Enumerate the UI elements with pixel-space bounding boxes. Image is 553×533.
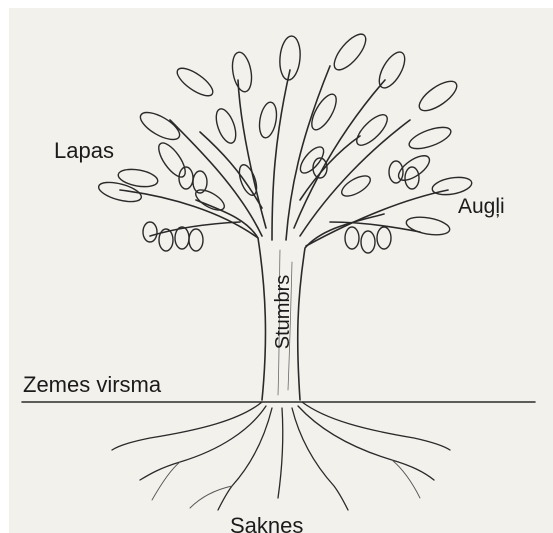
fruit — [175, 227, 189, 249]
fruits-label: Augļi — [458, 196, 505, 217]
root — [298, 406, 434, 480]
branch-center — [272, 70, 290, 240]
root — [112, 402, 262, 450]
leaf — [236, 163, 260, 198]
roots-group — [112, 402, 450, 510]
branch-left-upper — [170, 120, 262, 236]
branch-inner-right — [300, 136, 360, 200]
leaf — [173, 63, 217, 100]
leaf — [431, 175, 473, 198]
leaf — [339, 172, 374, 200]
leaf — [329, 29, 371, 74]
leaf — [257, 101, 279, 139]
root — [218, 408, 272, 510]
fruit — [189, 229, 203, 251]
roots-label: Saknes — [230, 515, 303, 533]
ground-label: Zemes virsma — [23, 374, 161, 396]
fruit — [179, 167, 193, 189]
leaf — [415, 76, 461, 116]
root — [292, 408, 348, 510]
leaf — [212, 106, 239, 145]
leaf — [352, 110, 392, 150]
leaf — [278, 35, 302, 81]
leaf — [154, 139, 190, 181]
trunk-label: Stumbrs — [273, 275, 293, 349]
leaf — [407, 123, 454, 153]
tree-trunk-left — [196, 200, 265, 400]
fruit — [361, 231, 375, 253]
leaf — [405, 214, 451, 237]
tree-trunk-right — [298, 214, 384, 400]
leaves-label: Lapas — [54, 140, 114, 162]
leaves-group — [97, 29, 473, 237]
leaf — [230, 51, 255, 94]
branch-left-high — [238, 80, 266, 228]
fruit — [377, 227, 391, 249]
root — [302, 402, 450, 450]
fruit — [345, 227, 359, 249]
fruit — [143, 222, 157, 242]
root-fine — [152, 460, 420, 508]
leaf — [117, 167, 159, 190]
leaf — [374, 48, 410, 92]
fruit — [389, 161, 403, 183]
fruits-group — [143, 158, 419, 253]
root — [278, 408, 283, 498]
root — [140, 406, 266, 480]
